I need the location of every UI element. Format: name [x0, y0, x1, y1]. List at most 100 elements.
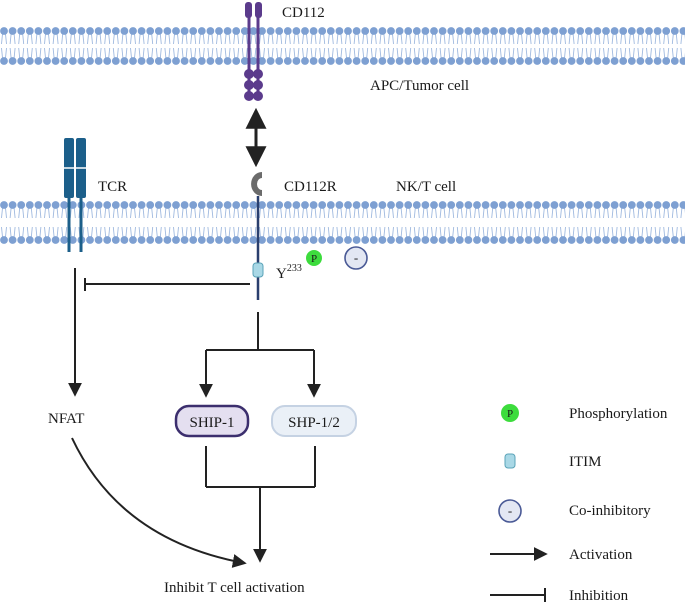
- lipid-head: [576, 201, 585, 209]
- cd112-domain-bead: [253, 80, 263, 90]
- lipid-head: [103, 57, 112, 65]
- phospho-badge: [306, 250, 322, 266]
- lipid-head: [533, 57, 542, 65]
- lipid-head: [68, 57, 77, 65]
- lipid-head: [361, 57, 370, 65]
- lipid-head: [584, 27, 593, 35]
- lipid-head: [490, 57, 499, 65]
- lipid-head: [206, 236, 215, 244]
- lipid-head: [275, 27, 284, 35]
- lipid-head: [481, 236, 490, 244]
- lipid-head: [550, 57, 559, 65]
- nk-t-membrane: [0, 201, 685, 244]
- cd112-domain-bead: [253, 69, 263, 79]
- lipid-head: [369, 201, 378, 209]
- lipid-head: [602, 27, 610, 35]
- phospho-badge-symbol: P: [311, 253, 317, 265]
- lipid-head: [619, 201, 628, 209]
- lipid-head: [438, 27, 447, 35]
- lipid-head: [60, 236, 69, 244]
- lipid-head: [559, 57, 567, 65]
- lipid-head: [395, 27, 404, 35]
- lipid-head: [154, 201, 163, 209]
- lipid-head: [137, 27, 146, 35]
- lipid-head: [51, 57, 60, 65]
- cd112-domain-bead: [253, 91, 263, 101]
- lipid-head: [653, 27, 662, 35]
- lipid-head: [68, 201, 77, 209]
- lipid-head: [189, 201, 198, 209]
- ship1-node: [174, 404, 250, 438]
- lipid-head: [490, 236, 499, 244]
- lipid-head: [455, 201, 464, 209]
- lipid-head: [430, 236, 438, 244]
- lipid-head: [146, 57, 155, 65]
- lipid-head: [77, 27, 86, 35]
- lipid-head: [490, 27, 499, 35]
- shp12-node: [271, 405, 357, 437]
- lipid-head: [498, 27, 507, 35]
- lipid-head: [17, 201, 26, 209]
- lipid-head: [541, 201, 550, 209]
- lipid-head: [137, 201, 146, 209]
- lipid-head: [344, 201, 352, 209]
- nk-t-cell-label: NK/T cell: [396, 179, 456, 195]
- legend-coinhib-symbol: -: [508, 503, 512, 518]
- lipid-head: [86, 57, 94, 65]
- lipid-head: [86, 27, 94, 35]
- lipid-head: [326, 236, 335, 244]
- lipid-head: [378, 57, 387, 65]
- lipid-head: [670, 27, 679, 35]
- lipid-head: [636, 201, 645, 209]
- lipid-head: [550, 27, 559, 35]
- lipid-head: [180, 57, 189, 65]
- lipid-head: [378, 236, 387, 244]
- lipid-head: [627, 236, 636, 244]
- lipid-head: [240, 57, 249, 65]
- lipid-head: [473, 27, 481, 35]
- lipid-head: [258, 236, 266, 244]
- lipid-head: [206, 27, 215, 35]
- lipid-head: [292, 57, 301, 65]
- lipid-head: [524, 236, 533, 244]
- lipid-head: [576, 27, 585, 35]
- y233-label: Y233: [276, 263, 302, 282]
- lipid-head: [498, 57, 507, 65]
- cd112-domain-bead: [244, 69, 254, 79]
- lipid-head: [103, 236, 112, 244]
- lipid-head: [180, 201, 189, 209]
- lipid-head: [473, 57, 481, 65]
- lipid-head: [524, 57, 533, 65]
- lipid-head: [610, 201, 619, 209]
- lipid-head: [567, 201, 576, 209]
- lipid-head: [68, 236, 77, 244]
- lipid-head: [8, 27, 17, 35]
- lipid-head: [662, 57, 671, 65]
- lipid-head: [249, 27, 258, 35]
- lipid-head: [0, 57, 8, 65]
- lipid-head: [361, 236, 370, 244]
- lipid-head: [559, 27, 567, 35]
- lipid-head: [137, 57, 146, 65]
- lipid-head: [584, 236, 593, 244]
- outcome-label: Inhibit T cell activation: [164, 580, 305, 596]
- lipid-head: [17, 57, 26, 65]
- lipid-head: [223, 57, 232, 65]
- lipid-head: [94, 201, 103, 209]
- lipid-head: [120, 201, 129, 209]
- legend-phospho-label: Phosphorylation: [569, 406, 668, 422]
- lipid-head: [292, 236, 301, 244]
- lipid-head: [602, 57, 610, 65]
- lipid-head: [17, 236, 26, 244]
- cd112-domain-bead: [244, 80, 254, 90]
- lipid-head: [180, 236, 189, 244]
- lipid-head: [361, 201, 370, 209]
- lipid-head: [670, 236, 679, 244]
- lipid-head: [120, 27, 129, 35]
- lipid-head: [266, 236, 275, 244]
- lipid-head: [421, 27, 430, 35]
- lipid-head: [653, 201, 662, 209]
- lipid-head: [335, 27, 344, 35]
- lipid-head: [111, 201, 120, 209]
